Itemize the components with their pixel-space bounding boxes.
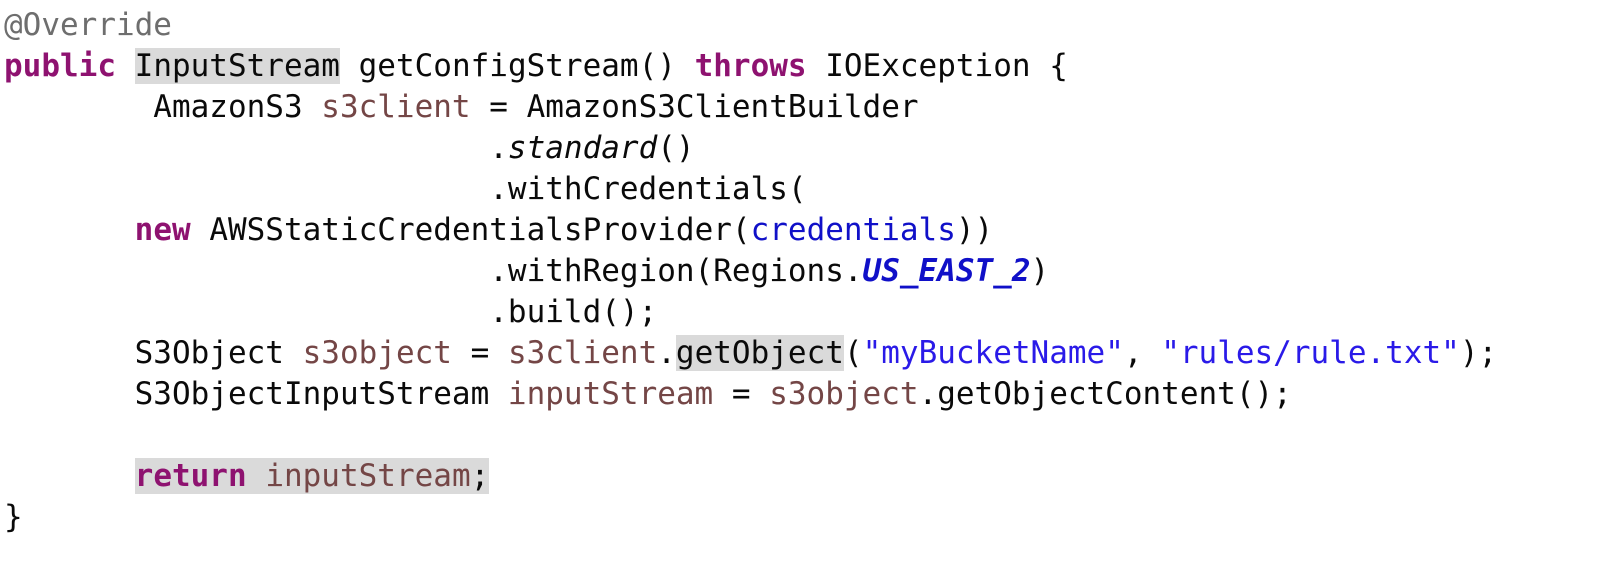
code-line: @Override	[4, 5, 1600, 46]
code-token: getConfigStream()	[339, 48, 695, 84]
code-token: new	[134, 212, 191, 248]
occurrence-highlighted-token: getObject	[675, 335, 844, 371]
code-line: }	[4, 497, 1600, 538]
code-token: ()	[657, 130, 695, 166]
code-token: =	[451, 335, 508, 371]
code-token: "myBucketName"	[862, 335, 1124, 371]
code-line: public InputStream getConfigStream() thr…	[4, 46, 1600, 87]
code-token: }	[4, 499, 23, 535]
code-line: .withRegion(Regions.US_EAST_2)	[4, 251, 1600, 292]
code-token: AmazonS3	[4, 89, 322, 125]
occurrence-highlighted-token	[246, 458, 266, 494]
occurrence-highlighted-token: return	[134, 458, 247, 494]
code-token: inputStream	[507, 376, 714, 412]
code-token: credentials	[750, 212, 956, 248]
code-token: AWSStaticCredentialsProvider(	[190, 212, 751, 248]
code-token: .withCredentials(	[4, 171, 807, 207]
code-token: throws	[694, 48, 807, 84]
code-token: .build();	[4, 294, 658, 330]
code-token: "rules/rule.txt"	[1161, 335, 1460, 371]
code-token: .withRegion(Regions.	[4, 253, 863, 289]
code-token	[4, 212, 135, 248]
code-line: new AWSStaticCredentialsProvider(credent…	[4, 210, 1600, 251]
code-token: ))	[955, 212, 994, 248]
code-line: .standard()	[4, 128, 1600, 169]
code-token: = AmazonS3ClientBuilder	[470, 89, 919, 125]
code-line: .build();	[4, 292, 1600, 333]
code-token: .	[4, 130, 508, 166]
occurrence-highlighted-token: ;	[470, 458, 490, 494]
code-token	[4, 458, 135, 494]
code-token: standard	[507, 130, 658, 166]
occurrence-highlighted-token: InputStream	[134, 48, 340, 84]
code-line: AmazonS3 s3client = AmazonS3ClientBuilde…	[4, 87, 1600, 128]
code-token: s3object	[302, 335, 452, 371]
code-line	[4, 415, 1600, 456]
code-token: =	[713, 376, 770, 412]
code-token: ,	[1123, 335, 1162, 371]
code-token: )	[1030, 253, 1050, 289]
code-line: return inputStream;	[4, 456, 1600, 497]
occurrence-highlighted-token: inputStream	[265, 458, 471, 494]
code-line: S3Object s3object = s3client.getObject("…	[4, 333, 1600, 374]
code-token: s3client	[507, 335, 658, 371]
code-token: .	[657, 335, 676, 371]
code-token: public	[4, 48, 116, 84]
code-token: S3Object	[4, 335, 303, 371]
code-token: (	[843, 335, 863, 371]
code-line: .withCredentials(	[4, 169, 1600, 210]
code-token: s3object	[769, 376, 919, 412]
code-token: .getObjectContent();	[918, 376, 1292, 412]
code-token: s3client	[321, 89, 471, 125]
code-token: IOException {	[806, 48, 1068, 84]
code-token	[116, 48, 135, 84]
code-token: S3ObjectInputStream	[4, 376, 508, 412]
code-token: @Override	[4, 7, 172, 43]
code-line: S3ObjectInputStream inputStream = s3obje…	[4, 374, 1600, 415]
code-token: );	[1459, 335, 1498, 371]
code-token: US_EAST_2	[862, 253, 1031, 289]
